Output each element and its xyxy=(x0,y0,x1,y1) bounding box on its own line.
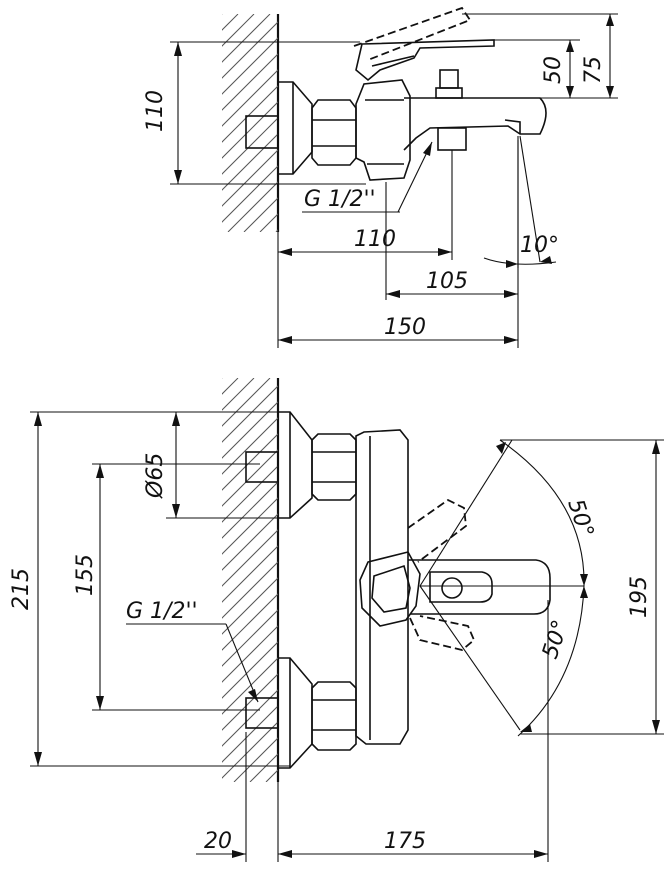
dim-front-155-label: 155 xyxy=(73,554,98,596)
dim-front-195: 195 xyxy=(500,439,664,735)
wall-hatch-line xyxy=(222,417,278,475)
wall-hatch-line xyxy=(222,529,278,587)
wall-hatch-line xyxy=(222,14,223,15)
top-view: 110 50 75 G 1/2'' xyxy=(143,6,618,348)
top-lever-handle xyxy=(355,39,495,82)
front-lever-hub xyxy=(359,551,421,627)
dim-front-20-label: 20 xyxy=(204,829,232,854)
wall-hatch-line xyxy=(222,625,278,683)
dim-top-thread-label: G 1/2'' xyxy=(304,187,376,212)
wall-hatch-line xyxy=(265,769,278,782)
front-hex-nut-upper xyxy=(311,433,357,501)
wall-hatch-line xyxy=(222,101,278,159)
dim-top-angle: 10° xyxy=(483,135,559,268)
wall-hatch-line xyxy=(222,577,278,635)
top-hex-nut xyxy=(311,99,357,166)
dim-front-215-label: 215 xyxy=(9,568,34,610)
wall-hatch-line xyxy=(222,401,278,459)
wall-hatch-line xyxy=(222,117,278,175)
top-diverter-knob xyxy=(435,69,463,99)
wall-hatch-line xyxy=(222,689,278,747)
wall-hatch-line xyxy=(222,449,278,507)
wall-hatch-line xyxy=(222,53,278,111)
front-mixer-body xyxy=(355,429,409,745)
top-lever-open-outline xyxy=(353,6,472,61)
wall-hatch-line xyxy=(222,69,278,127)
dim-front-dia65: Ø65 xyxy=(143,411,290,519)
wall-hatch-line xyxy=(222,593,278,651)
wall-hatch-line xyxy=(222,165,278,223)
wall-hatch-line xyxy=(222,14,271,63)
dim-front-thread: G 1/2'' xyxy=(126,599,259,703)
dim-front-215: 215 xyxy=(9,411,290,767)
wall-hatch-line xyxy=(282,378,667,782)
wall-hatch-line xyxy=(222,561,278,619)
front-angle-arc: 50° 50° xyxy=(419,439,598,737)
dim-top-thread: G 1/2'' xyxy=(302,141,433,213)
top-escutcheon xyxy=(278,81,313,175)
wall-hatch-line xyxy=(222,433,278,491)
dim-top-150-label: 150 xyxy=(384,315,426,340)
wall-hatch-line xyxy=(222,378,271,427)
wall-hatch-line xyxy=(222,14,239,31)
dim-front-20-175: 20 175 xyxy=(196,600,549,862)
front-lever-down-outline xyxy=(409,615,476,651)
dim-front-155: 155 xyxy=(73,463,260,711)
dim-front-195-label: 195 xyxy=(627,576,652,618)
wall-hatch-line xyxy=(222,481,278,539)
wall-hatch-line xyxy=(222,641,278,699)
front-lever-handle xyxy=(408,559,551,615)
dim-top-50-label: 50 xyxy=(541,56,566,84)
wall-hatch-line xyxy=(298,378,667,782)
wall-hatch-line xyxy=(222,513,278,571)
top-spout xyxy=(403,97,547,151)
wall-hatch-line xyxy=(222,149,278,207)
dim-front-thread-label: G 1/2'' xyxy=(126,599,198,624)
wall-hatch-line xyxy=(222,545,278,603)
wall-hatch-line xyxy=(233,737,278,782)
dim-top-75-label: 75 xyxy=(581,56,606,84)
top-pipe-stub xyxy=(245,115,279,149)
dim-front-dia65-label: Ø65 xyxy=(143,453,168,499)
wall-hatch-line xyxy=(222,37,278,95)
dim-top-110h-label: 110 xyxy=(354,227,396,252)
wall-hatch-line xyxy=(227,181,278,232)
front-angle-lower-label: 50° xyxy=(538,617,574,662)
dim-top-110-label: 110 xyxy=(143,90,168,132)
wall-hatch-line xyxy=(222,21,278,79)
wall-hatch-line xyxy=(314,378,667,782)
wall-hatch-line xyxy=(222,497,278,555)
dim-top-50-75: 50 75 xyxy=(462,13,618,99)
dim-top-angle-label: 10° xyxy=(520,233,559,258)
wall-hatch-line xyxy=(222,705,278,763)
front-view: 50° 50° 215 155 Ø65 xyxy=(9,378,667,862)
dim-top-105-label: 105 xyxy=(426,269,468,294)
front-lever-up-outline xyxy=(407,498,467,563)
dim-top-110: 110 xyxy=(143,41,366,185)
wall-hatch-line xyxy=(222,609,278,667)
front-hex-nut-lower xyxy=(311,681,357,751)
wall-hatch-line xyxy=(222,385,278,443)
wall-hatch-line xyxy=(222,673,278,731)
top-hose-outlet xyxy=(437,127,467,151)
wall-hatch-line xyxy=(222,85,278,143)
top-mixer-body xyxy=(355,79,411,181)
dim-top-150: 150 xyxy=(278,136,519,348)
wall-hatch-line xyxy=(222,378,239,395)
dim-front-175-label: 175 xyxy=(384,829,426,854)
dim-top-105: 105 xyxy=(385,182,518,300)
front-angle-upper-label: 50° xyxy=(562,496,598,541)
dim-top-110-h: 110 xyxy=(277,150,453,348)
